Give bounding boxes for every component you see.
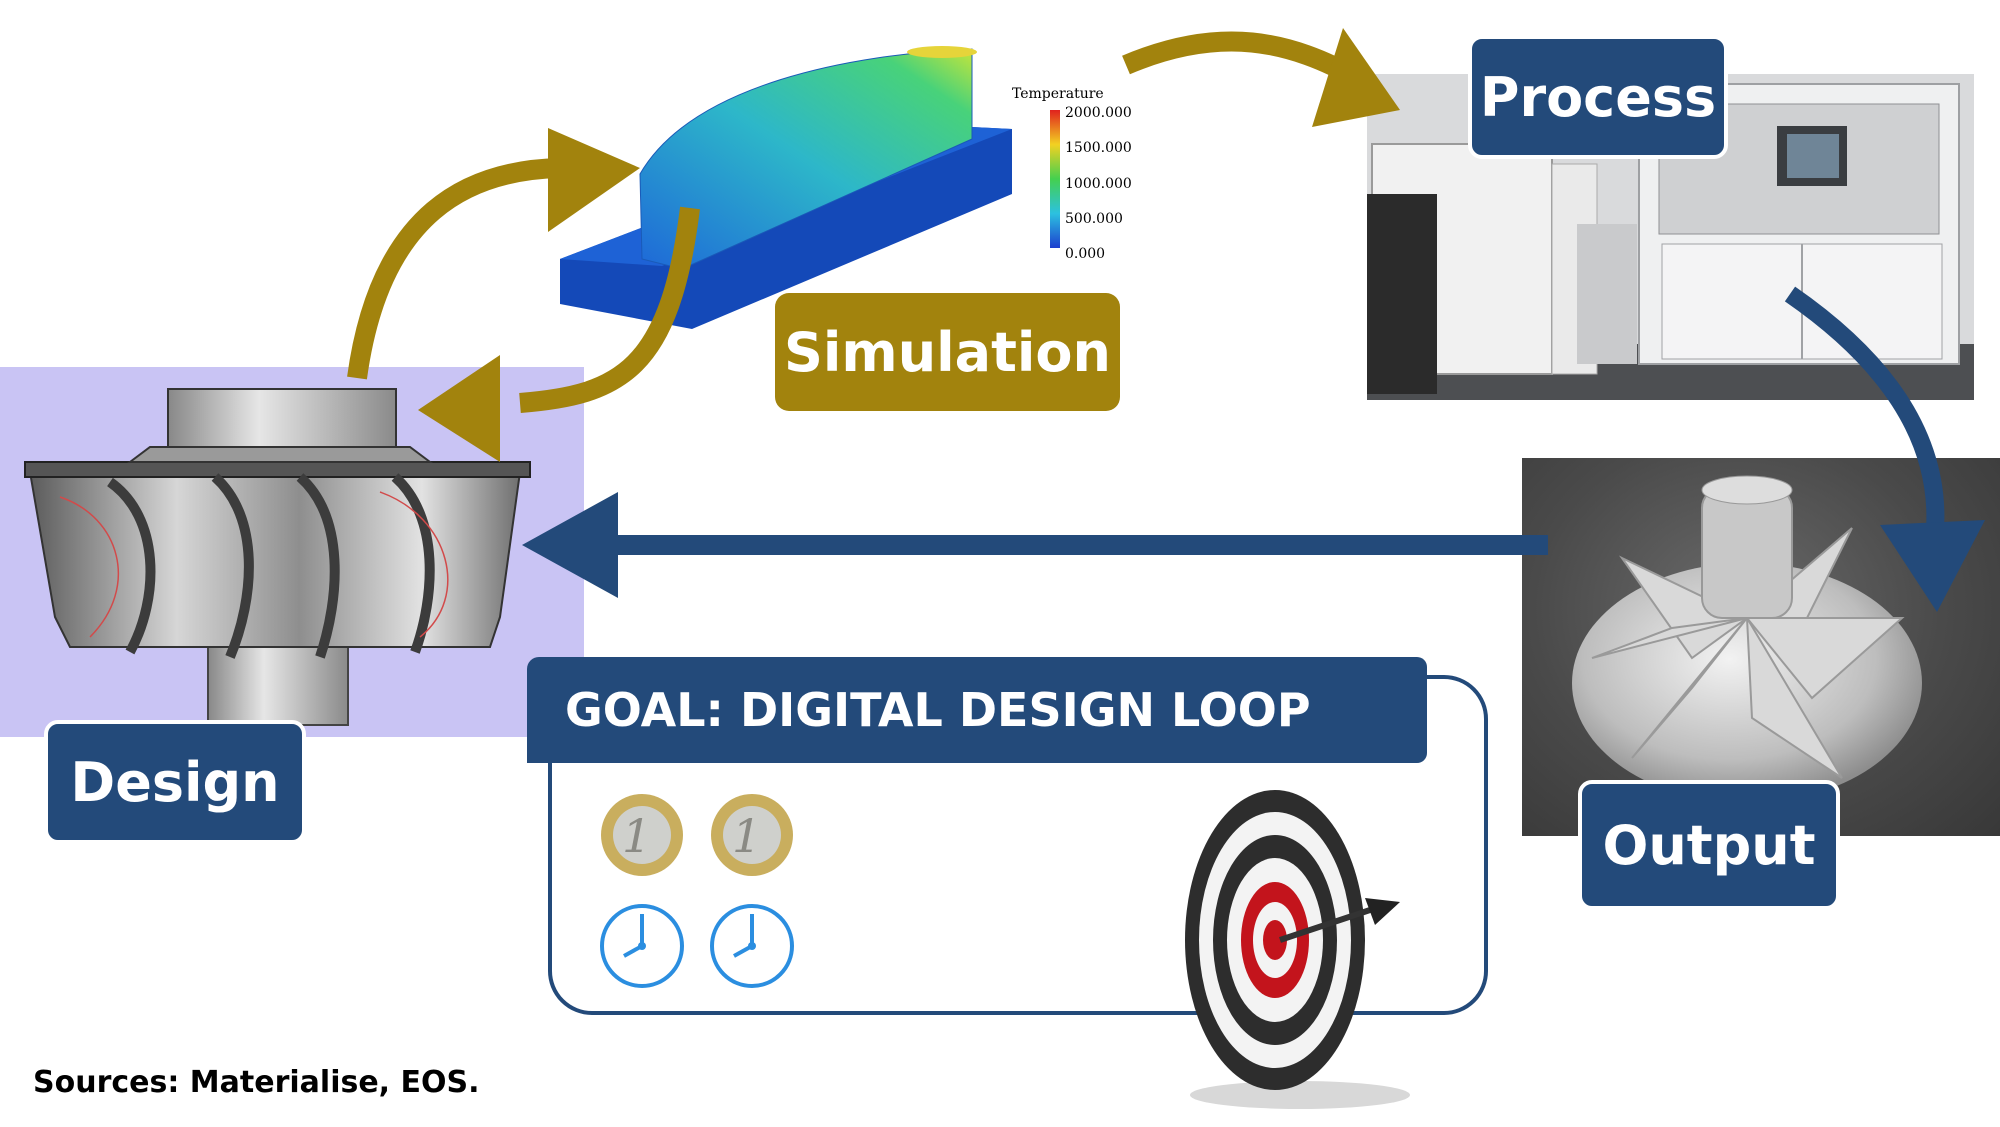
sources-caption: Sources: Materialise, EOS. (33, 1065, 480, 1100)
arrowhead-icon (548, 128, 640, 232)
legend-tick: 1000.000 (1065, 176, 1132, 192)
process-label: Process (1468, 35, 1728, 159)
legend-tick: 2000.000 (1065, 105, 1132, 121)
impeller-cad-icon (24, 388, 531, 726)
svg-text:1: 1 (622, 809, 651, 863)
process-to-output-arrow (1784, 286, 1945, 531)
simulation-to-process-arrow (1122, 31, 1365, 89)
clock-icon (710, 904, 794, 988)
simulation-to-design-arrow (519, 206, 700, 413)
temperature-colorbar (1050, 110, 1060, 248)
clock-icon (600, 904, 684, 988)
design-to-simulation-arrow (347, 158, 561, 380)
coin-icon: 1 (601, 794, 683, 876)
legend-tick: 0.000 (1065, 246, 1105, 262)
arrowhead-icon (522, 492, 618, 598)
target-icon (1185, 790, 1410, 1109)
arrowhead-icon (418, 355, 500, 462)
goal-title: GOAL: DIGITAL DESIGN LOOP (527, 657, 1427, 763)
coin-icon: 1 (711, 794, 793, 876)
arrowhead-icon (1312, 28, 1400, 127)
svg-text:1: 1 (732, 809, 761, 863)
output-impeller-photo (1522, 458, 2000, 836)
legend-tick: 500.000 (1065, 211, 1123, 227)
simulation-label: Simulation (775, 293, 1120, 411)
legend-title: Temperature (1012, 86, 1104, 102)
design-label: Design (44, 720, 306, 844)
output-label: Output (1578, 780, 1840, 910)
legend-tick: 1500.000 (1065, 140, 1132, 156)
arrowhead-icon (1880, 520, 1985, 612)
